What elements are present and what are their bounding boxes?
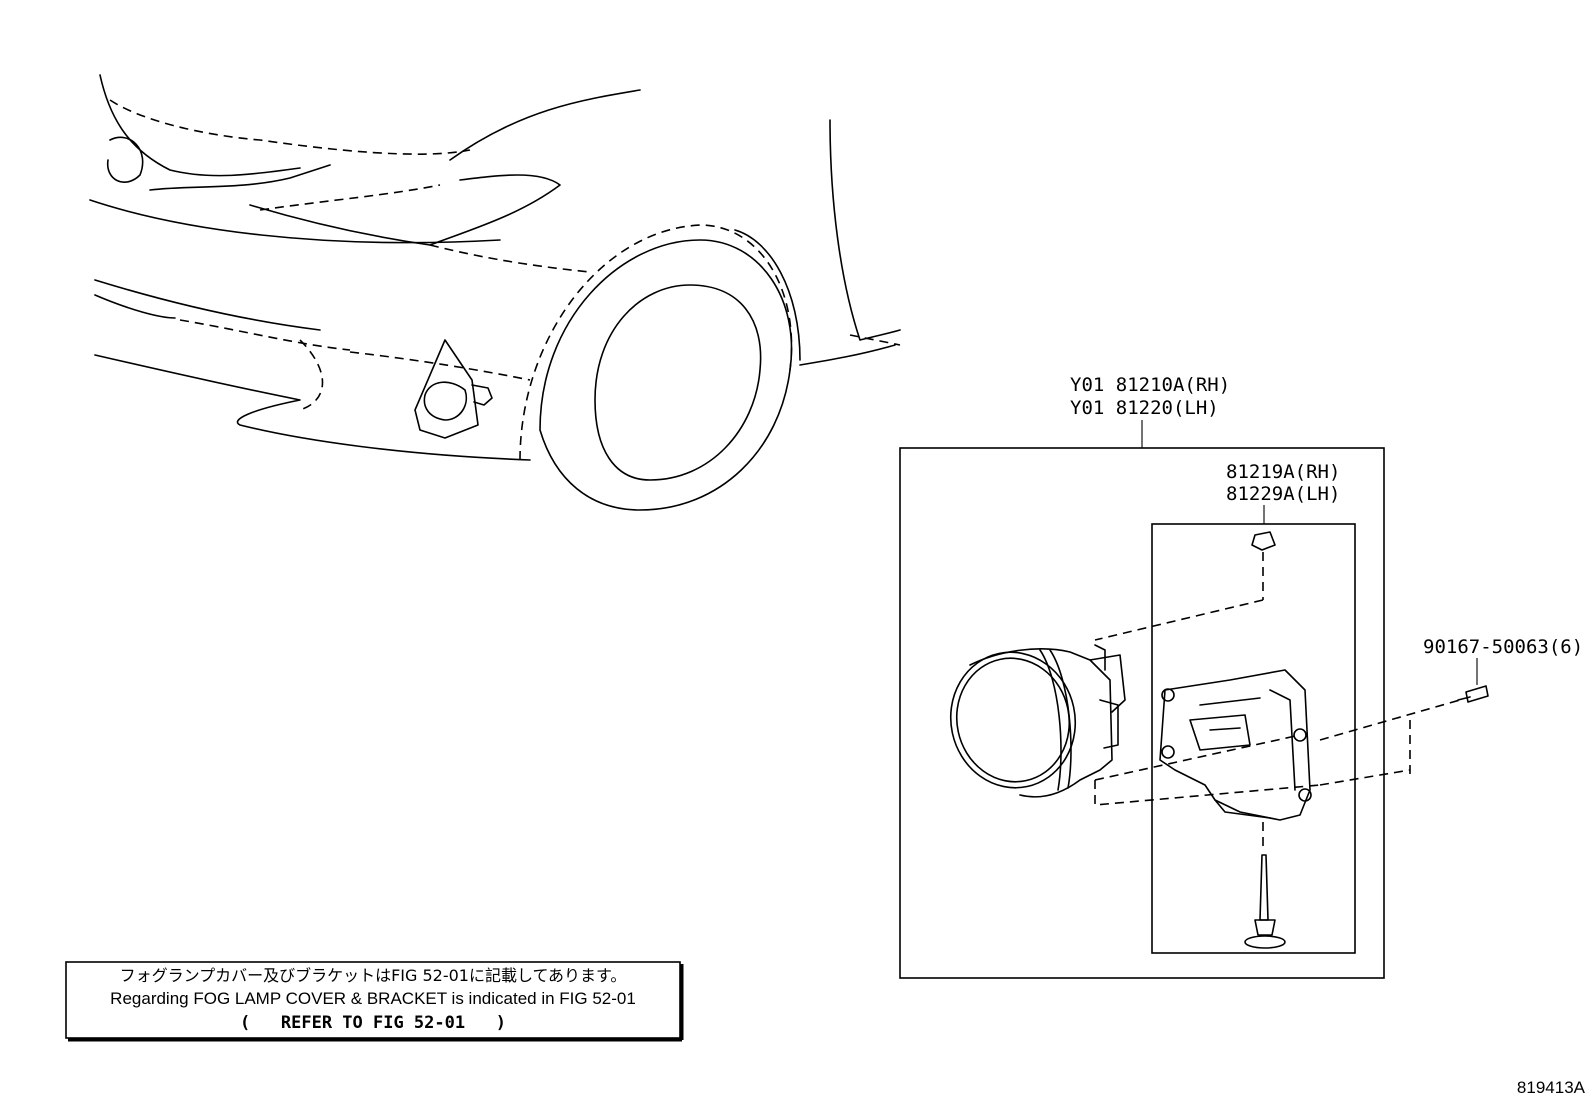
vehicle-front-illustration <box>89 74 901 511</box>
aim-adjuster <box>1244 822 1286 949</box>
note-box: フォグランプカバー及びブラケットはFIG 52-01に記載してあります。 Reg… <box>65 961 684 1042</box>
figure-id: 819413A <box>1517 1078 1586 1097</box>
note-english: Regarding FOG LAMP COVER & BRACKET is in… <box>110 989 636 1008</box>
note-reference: ( REFER TO FIG 52-01 ) <box>240 1013 506 1033</box>
alignment-lines <box>1094 599 1461 806</box>
bracket-label-lh: 81229A(LH) <box>1226 483 1340 505</box>
fog-lamp-bracket <box>1159 669 1312 821</box>
assembly-label-lh: Y01 81220(LH) <box>1070 397 1219 419</box>
assembly-frame <box>899 447 1385 979</box>
clip-nut <box>1251 531 1276 600</box>
bracket-frame <box>1151 523 1356 954</box>
note-japanese: フォグランプカバー及びブラケットはFIG 52-01に記載してあります。 <box>120 966 627 985</box>
bracket-label-rh: 81219A(RH) <box>1226 461 1340 483</box>
screw-label: 90167-50063(6) <box>1423 636 1583 658</box>
assembly-label-rh: Y01 81210A(RH) <box>1070 374 1230 396</box>
fog-lamp-unit <box>949 644 1126 798</box>
screw <box>1457 685 1489 703</box>
